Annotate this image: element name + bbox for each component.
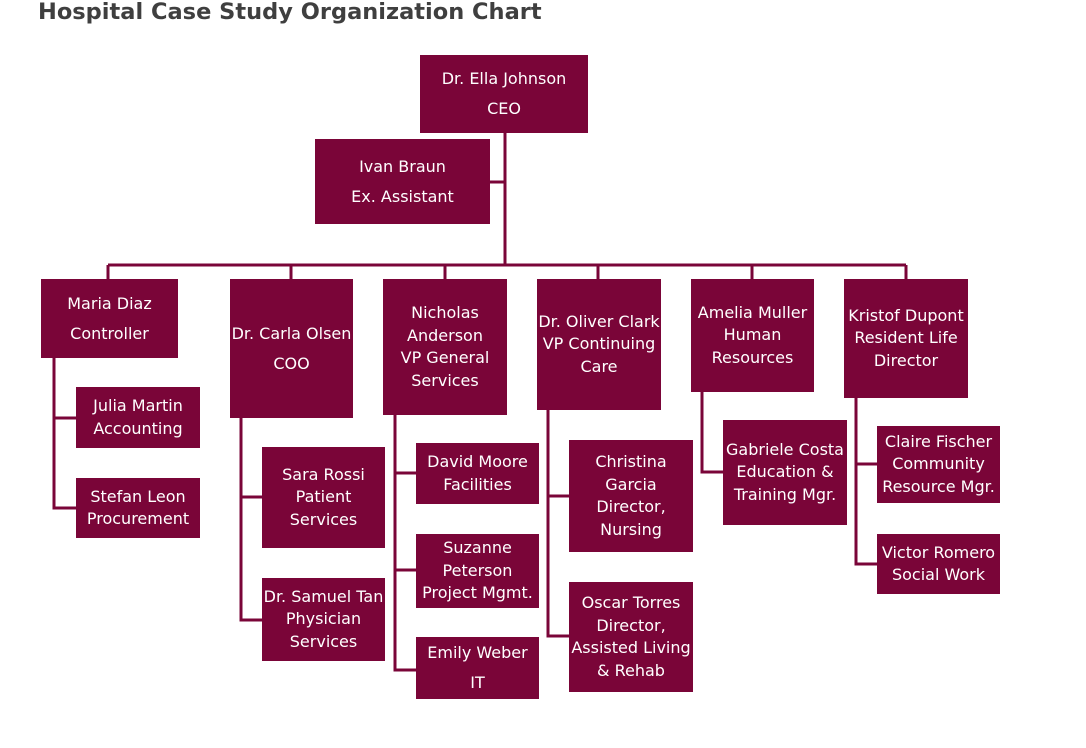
box-label-line: Procurement <box>86 509 190 528</box>
box-label-line: Nicholas <box>411 303 479 322</box>
box-label-line: Dr. Samuel Tan <box>263 586 384 606</box>
box-label-line: Services <box>289 631 358 651</box>
box-label-line: Human <box>723 325 782 345</box>
vp-general-children-line <box>393 415 416 672</box>
box-label-line: Controller <box>70 323 149 343</box>
box-label-line: Christina <box>595 452 667 471</box>
box-label-line: Director <box>873 350 939 370</box>
vp-continuing-children-line <box>546 410 569 638</box>
box-label-line: Community <box>892 454 985 474</box>
box-label-line: Project Mgmt. <box>422 583 533 603</box>
box-label-line: Gabriele Costa <box>726 439 844 459</box>
box-label-line: Amelia Muller <box>697 302 808 322</box>
box-label-line: Physician <box>285 609 362 629</box>
box-label-line: Victor Romero <box>881 542 996 562</box>
box-label-line: Ex. Assistant <box>351 186 454 206</box>
box-label-line: Care <box>580 356 618 376</box>
box-label-line: VP General <box>400 348 490 367</box>
box-label-line: Suzanne <box>443 538 512 558</box>
box-label-line: David Moore <box>427 452 528 471</box>
box-label-line: Director, <box>596 615 666 635</box>
coo-children-line <box>239 418 262 622</box>
box-label-line: Anderson <box>407 325 483 345</box>
box-label-line: Facilities <box>443 474 512 494</box>
box-label-line: Education & <box>736 462 834 482</box>
box-label-line: Oscar Torres <box>581 593 681 612</box>
box-label-line: Claire Fischer <box>884 431 993 451</box>
box-label-line: Stefan Leon <box>90 486 186 506</box>
box-label-line: Dr. Ella Johnson <box>441 69 567 88</box>
box-label-line: Services <box>411 370 479 390</box>
box-label-line: COO <box>273 353 310 373</box>
controller-children-line <box>52 358 76 510</box>
box-label-line: Garcia <box>605 474 657 494</box>
box-label-line: Dr. Carla Olsen <box>231 323 352 343</box>
box-label-line: Julia Martin <box>93 396 183 415</box>
box-label-line: Emily Weber <box>427 643 528 662</box>
box-label-line: Assisted Living <box>571 638 691 657</box>
box-label-line: Ivan Braun <box>359 156 446 176</box>
box-label-line: Resources <box>711 347 794 367</box>
page-title: Hospital Case Study Organization Chart <box>38 0 542 25</box>
box-label-line: Resident Life <box>854 328 958 348</box>
box-label-line: Training Mgr. <box>733 484 837 504</box>
box-label-line: CEO <box>487 99 521 118</box>
box-label-line: Peterson <box>442 560 513 580</box>
box-label-line: Sara Rossi <box>282 464 365 484</box>
box-label-line: Kristof Dupont <box>848 305 964 325</box>
box-label-line: Patient <box>295 487 352 507</box>
box-label-line: Accounting <box>93 418 183 438</box>
box-label-line: Resource Mgr. <box>882 476 995 496</box>
resident-life-children-line <box>854 398 877 566</box>
box-label-line: Nursing <box>600 519 662 539</box>
box-label-line: Director, <box>596 497 666 516</box>
box-label-line: VP Continuing <box>542 334 656 354</box>
box-label-line: IT <box>470 673 485 692</box>
box-label-line: Maria Diaz <box>67 293 152 313</box>
box-label-line: Social Work <box>891 565 986 584</box>
box-label-line: Dr. Oliver Clark <box>538 311 660 331</box>
box-label-line: & Rehab <box>597 660 665 680</box>
box-label-line: Services <box>289 509 358 529</box>
hr-children-line <box>700 392 723 474</box>
